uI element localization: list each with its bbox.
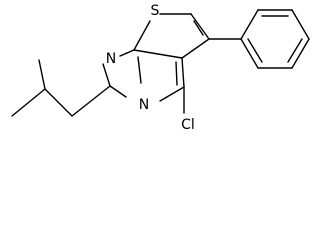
isobutyl-group (11, 59, 111, 117)
sulfur-label: S (151, 3, 160, 19)
phenyl-ring (208, 9, 310, 69)
bond-ch-me2 (38, 59, 46, 90)
chlorine-label: Cl (181, 117, 195, 133)
bond-ph-6-1 (240, 38, 259, 69)
bond-c2-ch2 (71, 85, 111, 117)
thiophene-ring (133, 13, 210, 59)
bond-ph-inner-c (247, 38, 263, 63)
bond-c4-c3a (181, 57, 185, 88)
bond-ph-4-5 (291, 38, 310, 69)
bond-ch2-ch (44, 88, 73, 117)
molecule-structure: S N N Cl (11, 3, 310, 133)
bond-ph-3-4 (291, 9, 310, 40)
bond-ph-1-2 (240, 9, 259, 40)
bond-c7a-s (133, 20, 151, 51)
bond-c2-c3 (190, 13, 210, 40)
bond-c7a-inner-double (137, 56, 142, 84)
bond-n3-c4 (159, 86, 185, 102)
nitrogen-label-bottom: N (139, 97, 149, 113)
pyrimidine-ring (102, 49, 185, 102)
bond-c4-c3a-double (175, 61, 178, 86)
bond-c3a-c7a (133, 49, 183, 59)
bond-ch-me1 (11, 88, 46, 117)
nitrogen-label-top: N (106, 51, 116, 67)
bond-n1-c2 (102, 63, 111, 87)
bond-c7a-n1 (119, 49, 135, 57)
bond-c2-n3 (109, 85, 127, 98)
bond-ph-inner-b (287, 38, 303, 63)
bond-c3-c3a (181, 38, 210, 59)
structure-canvas: S N N Cl (11, 3, 310, 133)
bond-c2-c3-double (193, 20, 204, 36)
